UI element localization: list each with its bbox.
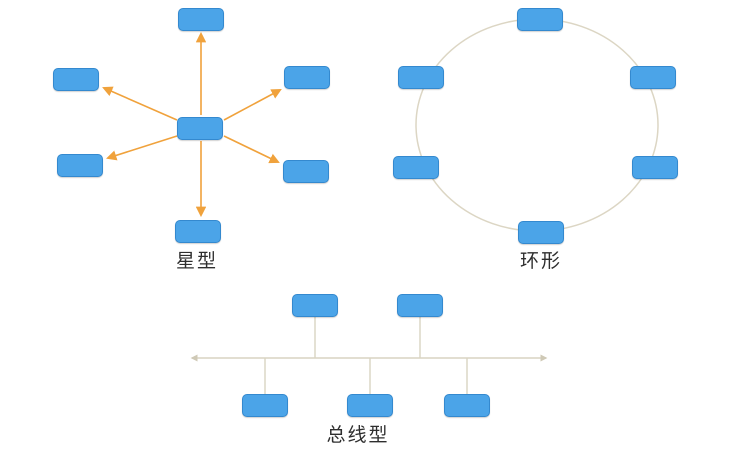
star-node-lower-left	[57, 154, 103, 177]
star-node-lower-right	[283, 160, 329, 183]
bus-node-bottom-1	[242, 394, 288, 417]
star-topology-label: 星型	[175, 251, 219, 272]
bus-node-bottom-2	[347, 394, 393, 417]
ring-node-bottom	[518, 221, 564, 244]
star-node-top	[178, 8, 224, 31]
ring-node-lower-right	[632, 156, 678, 179]
bus-topology-label: 总线型	[326, 425, 390, 446]
ring-node-lower-left	[393, 156, 439, 179]
star-arrow-lower-left	[106, 135, 178, 161]
star-arrows	[102, 31, 282, 218]
ring-node-upper-left	[398, 66, 444, 89]
star-node-bottom	[175, 220, 221, 243]
ring-topology-label: 环形	[519, 251, 563, 272]
star-center-node	[177, 117, 223, 140]
star-node-upper-left	[53, 68, 99, 91]
bus-node-top-1	[292, 294, 338, 317]
bus-node-bottom-3	[444, 394, 490, 417]
star-arrow-upper-right	[223, 89, 282, 121]
ring-circle	[415, 18, 659, 232]
star-arrow-upper-left	[102, 86, 178, 121]
ring-node-upper-right	[630, 66, 676, 89]
bus-node-top-2	[397, 294, 443, 317]
bus-lines	[190, 317, 548, 394]
ring-node-top	[517, 8, 563, 31]
star-arrow-lower-right	[223, 135, 280, 164]
star-node-upper-right	[284, 66, 330, 89]
